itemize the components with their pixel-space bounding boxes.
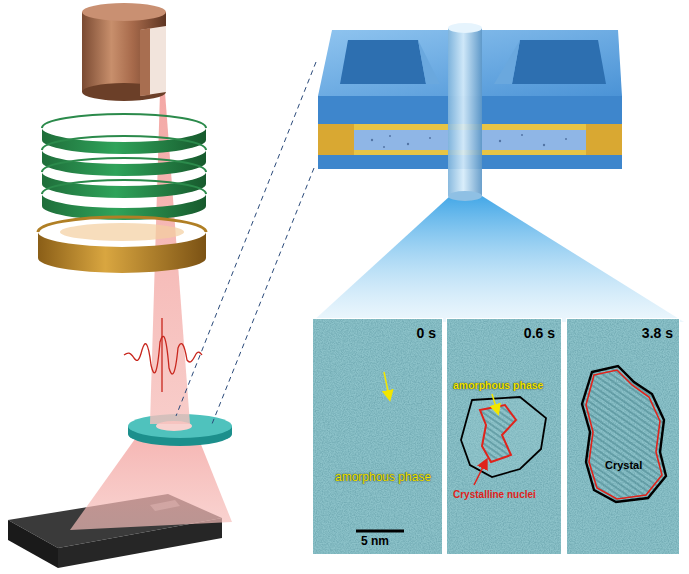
condenser-lens: [42, 180, 206, 194]
phase-label: amorphous phase: [335, 471, 431, 485]
scale-label: 5 nm: [361, 535, 389, 549]
pointer-arrow: [492, 394, 497, 410]
tem-frame-image: [312, 318, 680, 555]
electron-gun: [140, 26, 166, 96]
condenser-lens: [42, 158, 206, 172]
condenser-lens: [42, 136, 206, 150]
nucleus-outline: [480, 405, 516, 462]
tem-frame-image: [312, 318, 443, 555]
tem-frame: 0 s amorphous phase 5 nm: [312, 318, 443, 555]
condenser-lens: [42, 150, 206, 176]
condenser-lens: [42, 172, 206, 198]
liquid-cell-chip: [543, 144, 545, 146]
condenser-lens: [42, 114, 206, 220]
liquid-cell-chip: [407, 143, 409, 145]
tem-frame: 3.8 s Crystal: [566, 318, 680, 555]
crystal-outline: [582, 366, 666, 502]
objective-lens: [38, 217, 206, 273]
liquid-cell-chip: [418, 40, 440, 84]
tem-frame-image: [446, 318, 562, 555]
laser-pulse: [124, 336, 202, 374]
pointer-arrow: [384, 372, 389, 396]
detector-block: [8, 520, 58, 568]
liquid-cell-chip: [429, 137, 431, 139]
crystal-label: Crystal: [605, 459, 642, 472]
liquid-cell-chip: [383, 146, 385, 148]
objective-lens: [60, 223, 184, 241]
condenser-lens: [42, 128, 206, 154]
zoom-guide-line: [176, 62, 316, 424]
liquid-cell-chip: [494, 40, 520, 84]
electron-beam: [70, 432, 232, 530]
tem-frame-image: [566, 318, 680, 555]
electron-gun: [82, 3, 166, 101]
time-label: 0 s: [417, 325, 436, 341]
liquid-cell-chip: [565, 138, 567, 140]
time-label: 0.6 s: [524, 325, 555, 341]
liquid-cell-chip: [318, 124, 354, 155]
liquid-cell-chip: [389, 135, 391, 137]
liquid-cell-chip: [586, 124, 622, 155]
liquid-cell-chip: [499, 140, 501, 142]
electron-gun: [82, 3, 166, 21]
liquid-cell-chip: [512, 40, 606, 84]
nuclei-label: Crystalline nuclei: [453, 489, 536, 501]
transmitted-beam: [312, 196, 684, 322]
laser-pulse: [161, 318, 162, 392]
tem-frame-image: [446, 318, 562, 555]
electron-beam-cylinder: [448, 191, 482, 201]
crystal-outline: [586, 370, 662, 499]
electron-beam-cylinder: [448, 23, 482, 33]
tem-frame: 0.6 s amorphous phaseCrystalline nuclei: [446, 318, 562, 555]
liquid-cell-chip: [521, 134, 523, 136]
electron-gun: [140, 28, 150, 96]
time-label: 3.8 s: [642, 325, 673, 341]
liquid-cell-chip: [340, 40, 426, 84]
tem-frame-image: [312, 318, 443, 555]
zoom-guide-line: [212, 168, 314, 424]
electron-beam-cylinder: [448, 23, 482, 201]
electron-beam-cylinder: [448, 28, 482, 196]
liquid-cell-chip: [371, 139, 373, 141]
amorphous-outline: [461, 397, 546, 477]
phase-label: amorphous phase: [453, 379, 543, 391]
tem-frame-image: [566, 318, 680, 555]
pointer-arrow: [474, 463, 485, 485]
condenser-lens: [42, 114, 206, 128]
scale-bar: [356, 530, 404, 533]
zoom-guide-line: [176, 62, 316, 416]
